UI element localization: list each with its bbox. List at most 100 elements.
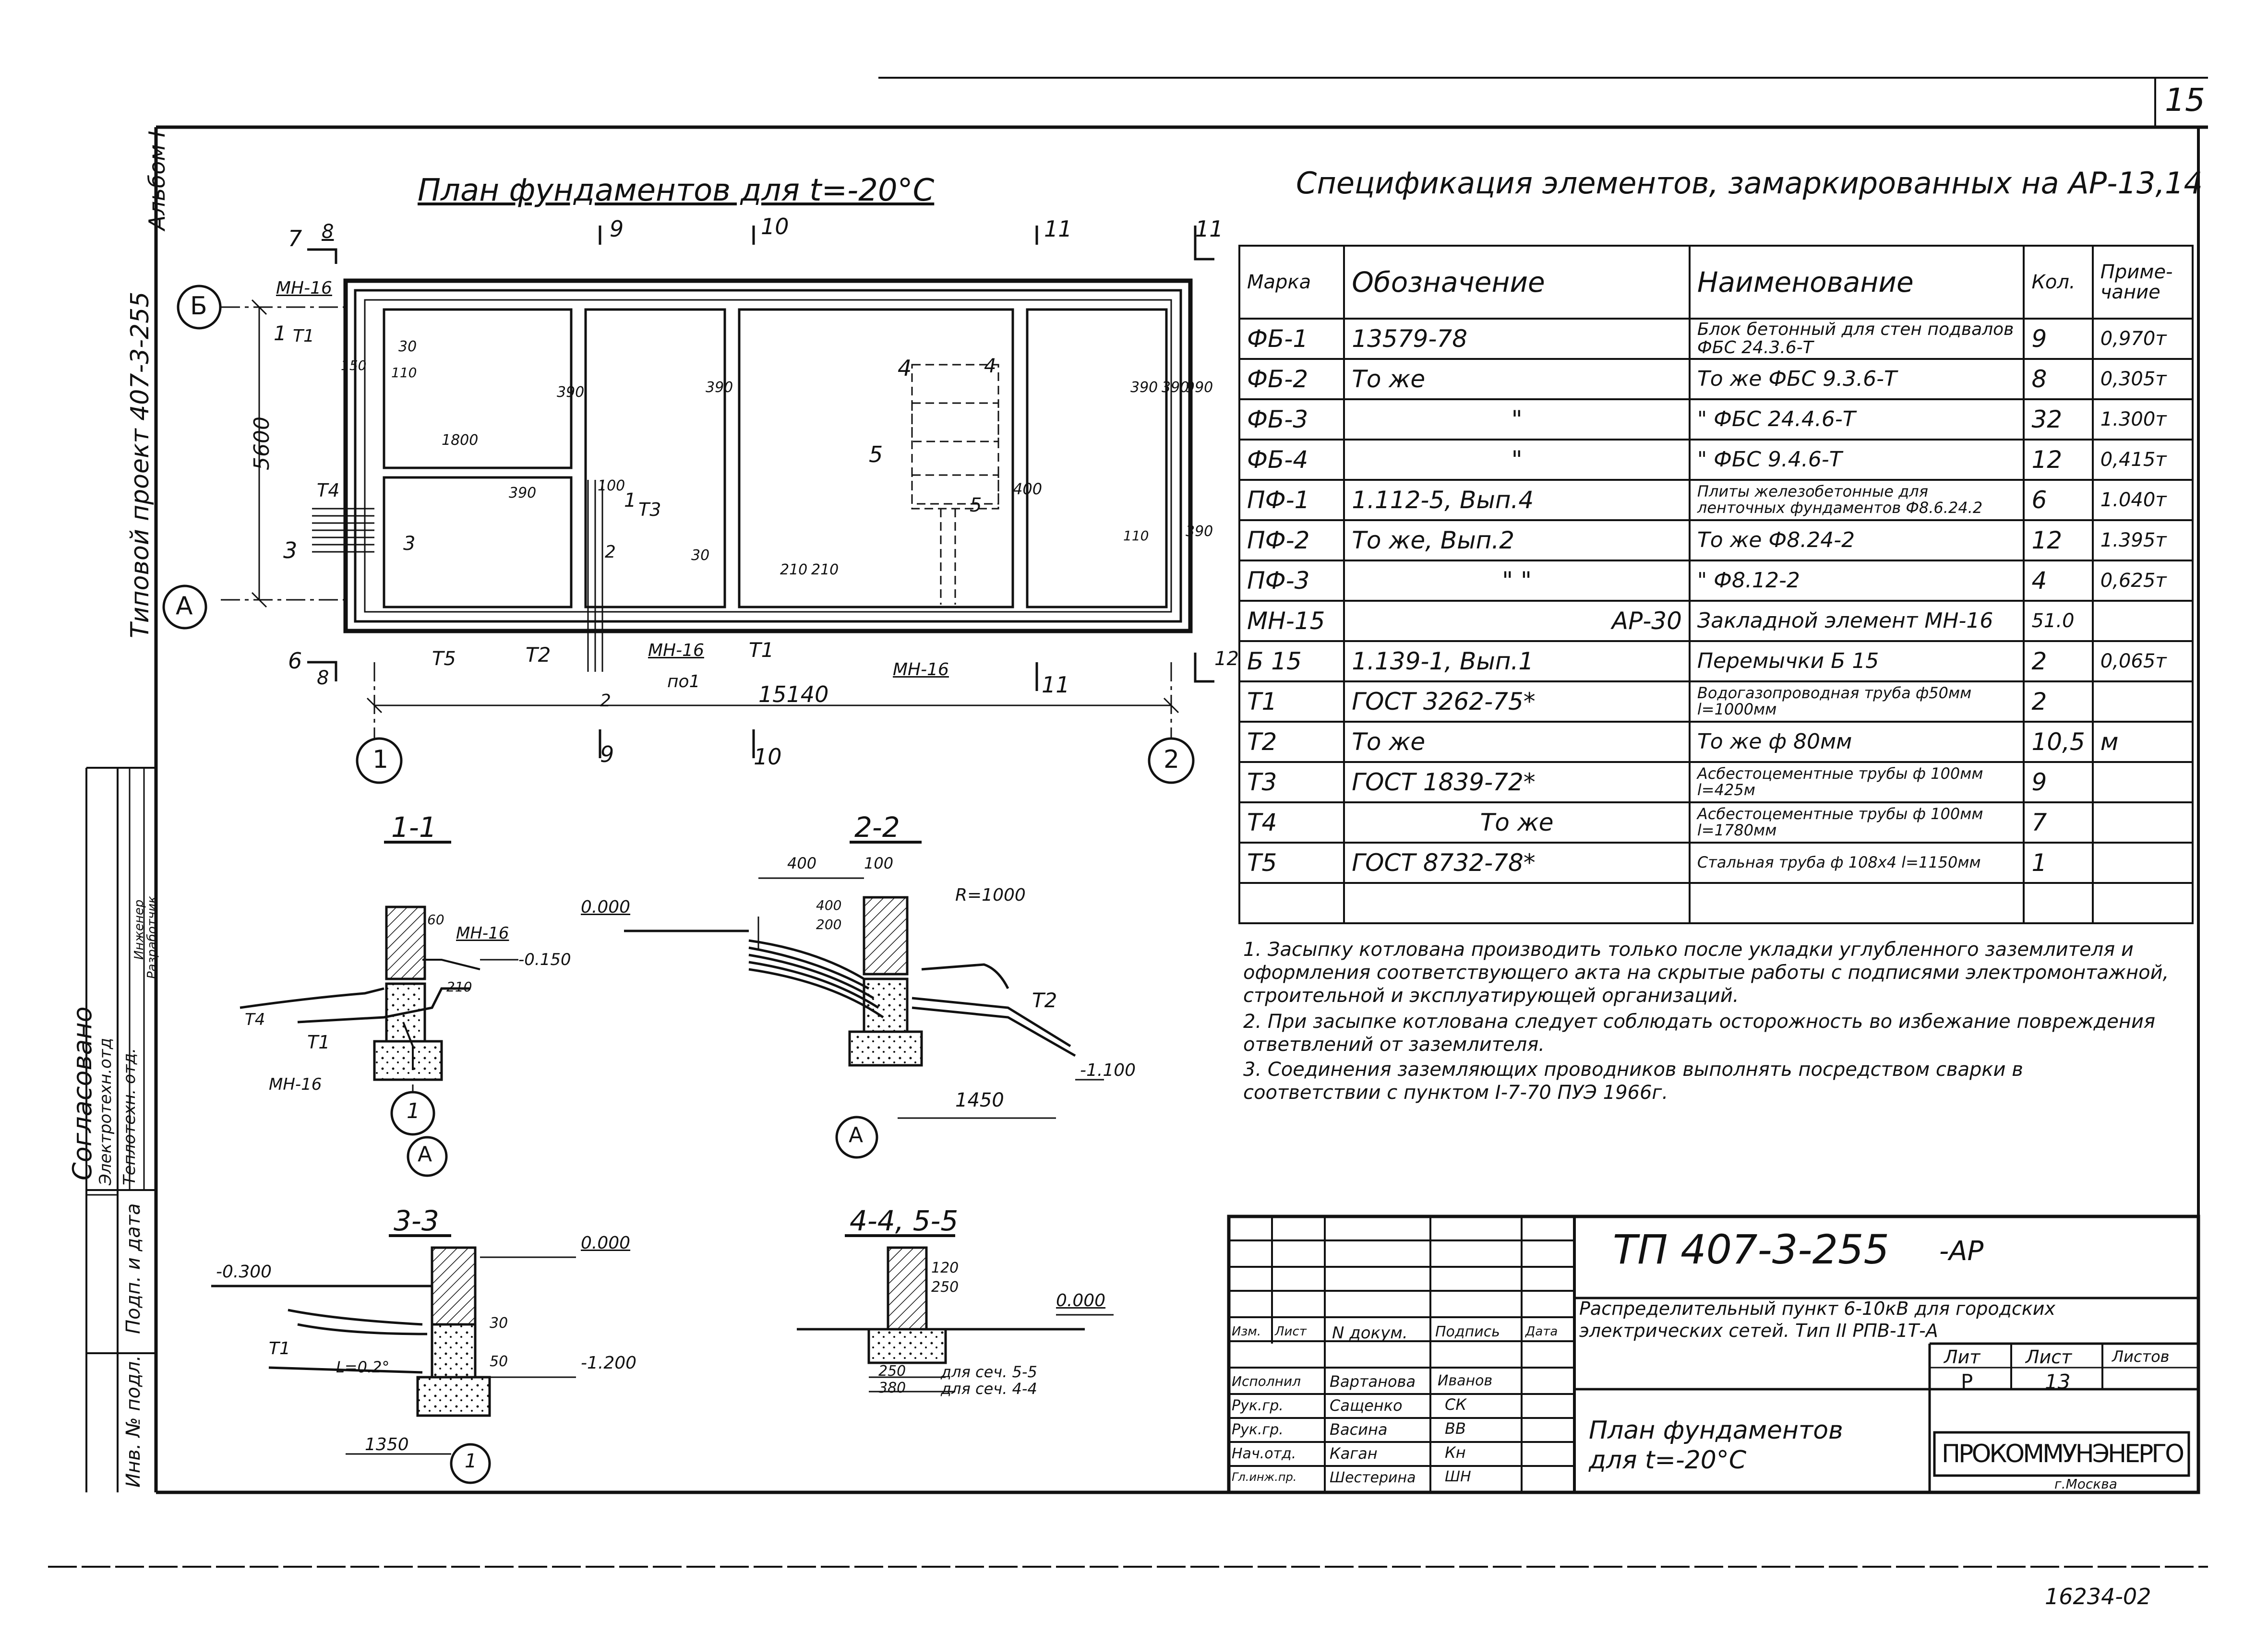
section-mark: 4	[984, 355, 996, 377]
section-label: 380	[878, 1380, 906, 1396]
spec-name: Блок бетонный для стен подвалов ФБС 24.3…	[1688, 318, 2025, 360]
plan-label: 1800	[442, 432, 479, 449]
spec-mark	[1238, 882, 1345, 924]
section-label: А	[849, 1123, 864, 1147]
section-mark: 12	[1214, 648, 1239, 670]
tb-col-head: N докум.	[1332, 1323, 1408, 1343]
spec-name: Стальная труба ф 108x4 l=1150мм	[1688, 842, 2025, 884]
section-mark: 7	[288, 226, 302, 251]
axis-bubble-b	[177, 285, 222, 330]
spec-qty: 10,5	[2023, 721, 2094, 763]
table-row	[1238, 882, 2194, 924]
spec-header-row: Марка Обозначение Наименование Кол. Прим…	[1238, 245, 2194, 320]
tb-org-short: ПРОКОММУНЭНЕРГО	[1942, 1440, 2184, 1468]
section-label: 1450	[955, 1089, 1004, 1111]
spec-doc: АР-30	[1343, 600, 1691, 642]
spec-header: Приме-чание	[2091, 245, 2194, 320]
section-mark: 5	[970, 494, 982, 516]
section-label: 120	[931, 1260, 959, 1276]
spec-note: 0,305т	[2091, 358, 2194, 400]
tb-role: Рук.гр.	[1232, 1397, 1284, 1414]
plan-label: по1	[667, 672, 700, 691]
plan-label: МН-16	[276, 278, 332, 298]
plan-label: МН-16	[648, 641, 704, 660]
tb-sign: Кн	[1445, 1443, 1466, 1462]
section-mark: 1	[624, 489, 636, 512]
table-row: МН-15 АР-30 Закладной элемент МН-16 51.0	[1238, 600, 2194, 642]
section-mark: 10	[754, 744, 782, 770]
section-mark: 8	[317, 667, 329, 689]
axis-label-b: Б	[190, 292, 207, 321]
spec-mark: ФБ-2	[1238, 358, 1345, 400]
spec-mark: Т2	[1238, 721, 1345, 763]
spec-doc	[1343, 882, 1691, 924]
section-label: 100	[864, 854, 894, 872]
spec-header: Наименование	[1688, 245, 2025, 320]
plan-outer-wall-inner	[354, 289, 1182, 623]
spec-name: Асбестоцементные трубы ф 100мм l=425м	[1688, 761, 2025, 803]
tb-stage-head: Лист	[2026, 1346, 2072, 1368]
spec-note	[2091, 801, 2194, 844]
axis-bubble-a	[162, 584, 207, 630]
spec-note: м	[2091, 721, 2194, 763]
tb-stage: Р	[1961, 1370, 1973, 1394]
section-title-1-1: 1-1	[391, 811, 437, 844]
spec-title: Спецификация элементов, замаркированных …	[1296, 166, 2203, 201]
plan-label: 390	[509, 485, 537, 501]
section-label: 0.000	[581, 1233, 631, 1253]
spec-note	[2091, 882, 2194, 924]
plan-label: 400	[1013, 480, 1043, 498]
spec-note	[2091, 600, 2194, 642]
spec-qty: 32	[2023, 398, 2094, 441]
spec-mark: Т5	[1238, 842, 1345, 884]
plan-label: 390	[1130, 379, 1158, 396]
tb-role: Исполнил	[1232, 1373, 1301, 1389]
table-row: Т2 То же То же ф 80мм 10,5 м	[1238, 721, 2194, 763]
tb-col-head: Изм.	[1232, 1324, 1261, 1339]
spec-mark: МН-15	[1238, 600, 1345, 642]
spec-mark: Т1	[1238, 680, 1345, 723]
plan-label: Т4	[317, 480, 340, 501]
spec-qty: 12	[2023, 439, 2094, 481]
tb-suffix: -АР	[1939, 1236, 1984, 1267]
plan-label: Т2	[526, 643, 551, 667]
section-label: Т2	[1032, 989, 1057, 1012]
axis-bubble-2	[1148, 737, 1195, 784]
table-row: Т4 То же Асбестоцементные трубы ф 100мм …	[1238, 801, 2194, 844]
section-mark: 11	[1044, 216, 1072, 242]
axis-label-a: А	[176, 592, 193, 620]
spec-doc: 13579-78	[1343, 318, 1691, 360]
spec-name: Закладной элемент МН-16	[1688, 600, 2025, 642]
tb-col-head: Лист	[1275, 1324, 1307, 1339]
table-row: Б 15 1.139-1, Вып.1 Перемычки Б 15 2 0,0…	[1238, 640, 2194, 682]
plan-label: 150	[341, 357, 367, 373]
section-mark: 10	[761, 214, 789, 239]
spec-qty: 9	[2023, 761, 2094, 803]
section-mark: 3	[283, 537, 298, 563]
spec-name: " Ф8.12-2	[1688, 560, 2025, 602]
tb-code: ТП 407-3-255	[1613, 1226, 1889, 1273]
section-mark: 9	[600, 741, 614, 767]
table-row: Т5 ГОСТ 8732-78* Стальная труба ф 108x4 …	[1238, 842, 2194, 884]
section-mark: 11	[1195, 216, 1224, 242]
inventory-number: 16234-02	[2045, 1584, 2151, 1609]
plan-label: 100	[598, 477, 625, 494]
tb-person: Васина	[1330, 1420, 1388, 1439]
spec-note: 1.040т	[2091, 479, 2194, 521]
spec-qty: 8	[2023, 358, 2094, 400]
section-label: Т4	[245, 1010, 265, 1029]
spec-doc: То же	[1343, 358, 1691, 400]
plan-label: 390	[557, 384, 585, 401]
plan-label: 990	[1186, 379, 1213, 396]
section-mark: 6	[288, 648, 302, 674]
plan-label: 30	[398, 338, 417, 355]
spec-doc: То же	[1343, 801, 1691, 844]
spec-doc: "	[1343, 439, 1691, 481]
dim-width: 15140	[758, 681, 829, 707]
room-4	[738, 308, 1014, 608]
plan-label: 390	[1162, 379, 1189, 396]
spec-note	[2091, 680, 2194, 723]
section-mark: 4	[898, 355, 912, 381]
section-label: для сеч. 4-4	[941, 1380, 1037, 1398]
